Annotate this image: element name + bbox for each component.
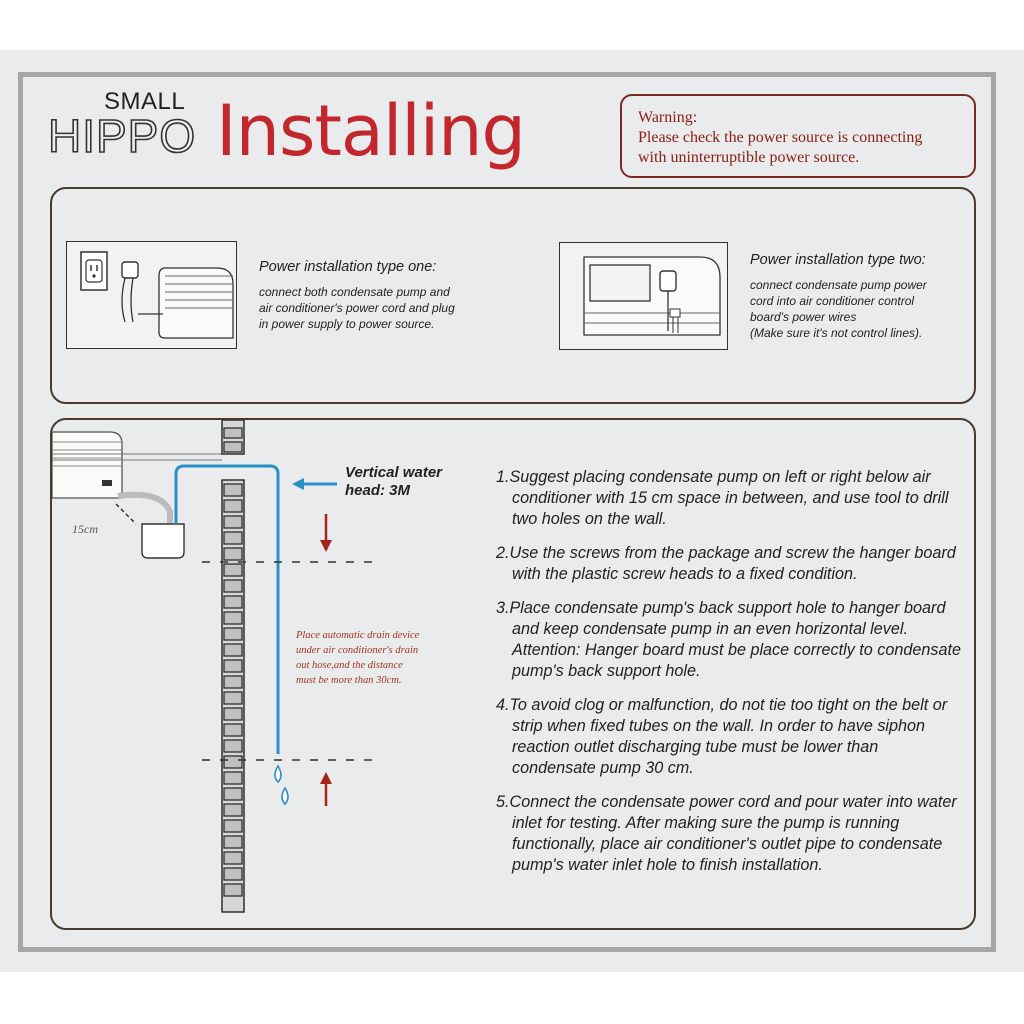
power-type-one-illustration <box>66 241 237 349</box>
vertical-water-head-line-1: Vertical water <box>345 464 442 481</box>
outlet-and-ac-icon <box>80 251 234 339</box>
distance-label: 15cm <box>72 522 98 536</box>
power-installation-panel <box>50 187 976 404</box>
installation-steps-list: 1.Suggest placing condensate pump on lef… <box>496 467 966 889</box>
vertical-water-head-line-2: head: 3M <box>345 482 411 499</box>
step-item: 3.Place condensate pump's back support h… <box>496 599 962 680</box>
power-type-one-title: Power installation type one: <box>259 259 437 275</box>
note-line: must be more than 30cm. <box>296 675 402 686</box>
power-type-two-line: connect condensate pump power <box>750 278 927 292</box>
warning-heading: Warning: <box>638 109 698 126</box>
brand-small-text: SMALL <box>104 88 186 115</box>
step-item: 5.Connect the condensate power cord and … <box>496 793 957 874</box>
power-type-one-desc: connect both condensate pump and air con… <box>259 284 455 332</box>
warning-box: Warning: Please check the power source i… <box>620 94 976 178</box>
ac-control-board-icon <box>583 256 721 336</box>
warning-line-2: with uninterruptible power source. <box>638 149 860 166</box>
power-type-one-line: air conditioner's power cord and plug <box>259 301 455 315</box>
brand-logo-text: HIPPO <box>47 110 197 162</box>
outer-frame <box>18 72 996 952</box>
power-type-two-desc: connect condensate pump power cord into … <box>750 277 927 341</box>
power-type-two-title: Power installation type two: <box>750 252 926 268</box>
page-title: Installing <box>216 90 526 172</box>
power-type-two-line: cord into air conditioner control <box>750 294 915 308</box>
power-type-one-line: in power supply to power source. <box>259 317 435 331</box>
warning-line-1: Please check the power source is connect… <box>638 129 923 146</box>
wall-and-tube-diagram <box>51 419 372 913</box>
step-item: 1.Suggest placing condensate pump on lef… <box>496 468 949 528</box>
step-item: 4.To avoid clog or malfunction, do not t… <box>496 696 948 777</box>
note-line: Place automatic drain device <box>296 630 420 641</box>
drain-device-note: Place automatic drain device under air c… <box>296 628 456 688</box>
note-line: under air conditioner's drain <box>296 645 419 656</box>
installation-diagram <box>51 419 492 928</box>
power-type-one-line: connect both condensate pump and <box>259 285 450 299</box>
installation-steps-panel <box>50 418 976 930</box>
power-type-two-illustration <box>559 242 728 350</box>
vertical-water-head-label: Vertical water head: 3M <box>345 464 442 500</box>
power-type-two-line: (Make sure it's not control lines). <box>750 326 923 340</box>
step-item: 2.Use the screws from the package and sc… <box>496 544 956 583</box>
power-type-two-line: board's power wires <box>750 310 857 324</box>
note-line: out hose,and the distance <box>296 660 403 671</box>
